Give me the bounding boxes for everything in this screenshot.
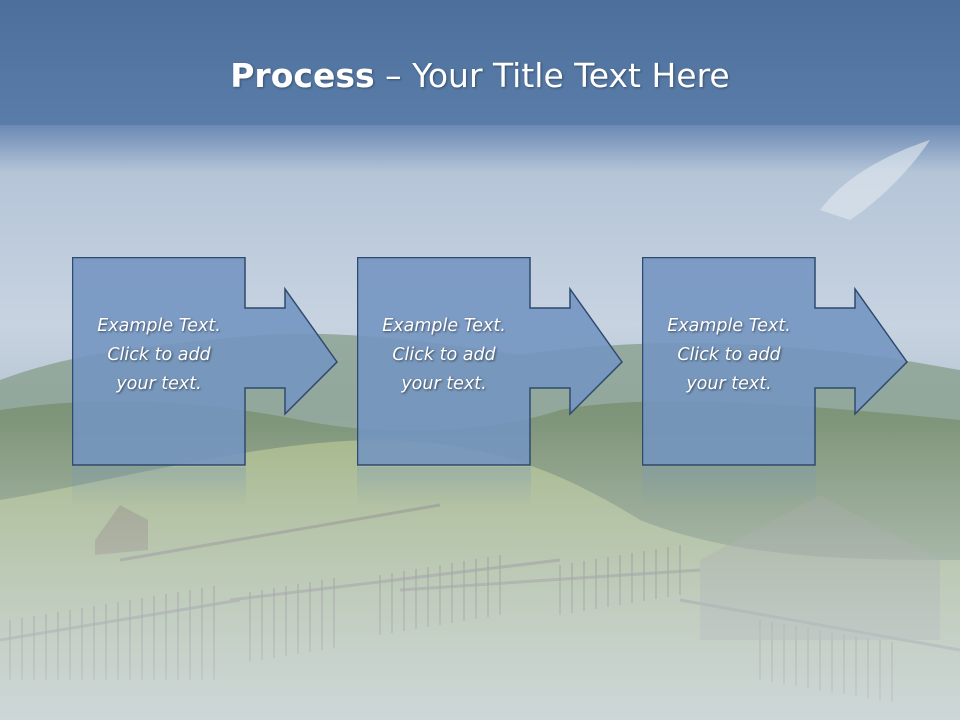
step-3-line-3: your text.: [686, 374, 772, 394]
step-2-line-1: Example Text.: [382, 316, 506, 336]
process-step-3[interactable]: Example Text. Click to add your text.: [642, 257, 960, 507]
step-2-arrow-shape: [357, 257, 623, 466]
step-3-line-2: Click to add: [677, 345, 781, 365]
step-1-arrow-shape: [72, 257, 338, 466]
step-1-line-1: Example Text.: [97, 316, 221, 336]
step-2-line-3: your text.: [401, 374, 487, 394]
step-3-text: Example Text. Click to add your text.: [642, 312, 816, 399]
process-step-1[interactable]: Example Text. Click to add your text.: [72, 257, 432, 507]
step-2-text: Example Text. Click to add your text.: [357, 312, 531, 399]
step-1-reflection: [72, 467, 246, 507]
step-2-reflection: [357, 467, 531, 507]
step-2-line-2: Click to add: [392, 345, 496, 365]
step-1-line-2: Click to add: [107, 345, 211, 365]
slide-title[interactable]: Process – Your Title Text Here: [0, 52, 960, 102]
step-3-arrow-shape: [642, 257, 908, 466]
step-3-reflection: [642, 467, 816, 507]
step-1-text: Example Text. Click to add your text.: [72, 312, 246, 399]
step-1-line-3: your text.: [116, 374, 202, 394]
step-3-line-1: Example Text.: [667, 316, 791, 336]
process-step-2[interactable]: Example Text. Click to add your text.: [357, 257, 717, 507]
title-rest: – Your Title Text Here: [374, 56, 730, 95]
title-bold: Process: [230, 56, 375, 95]
